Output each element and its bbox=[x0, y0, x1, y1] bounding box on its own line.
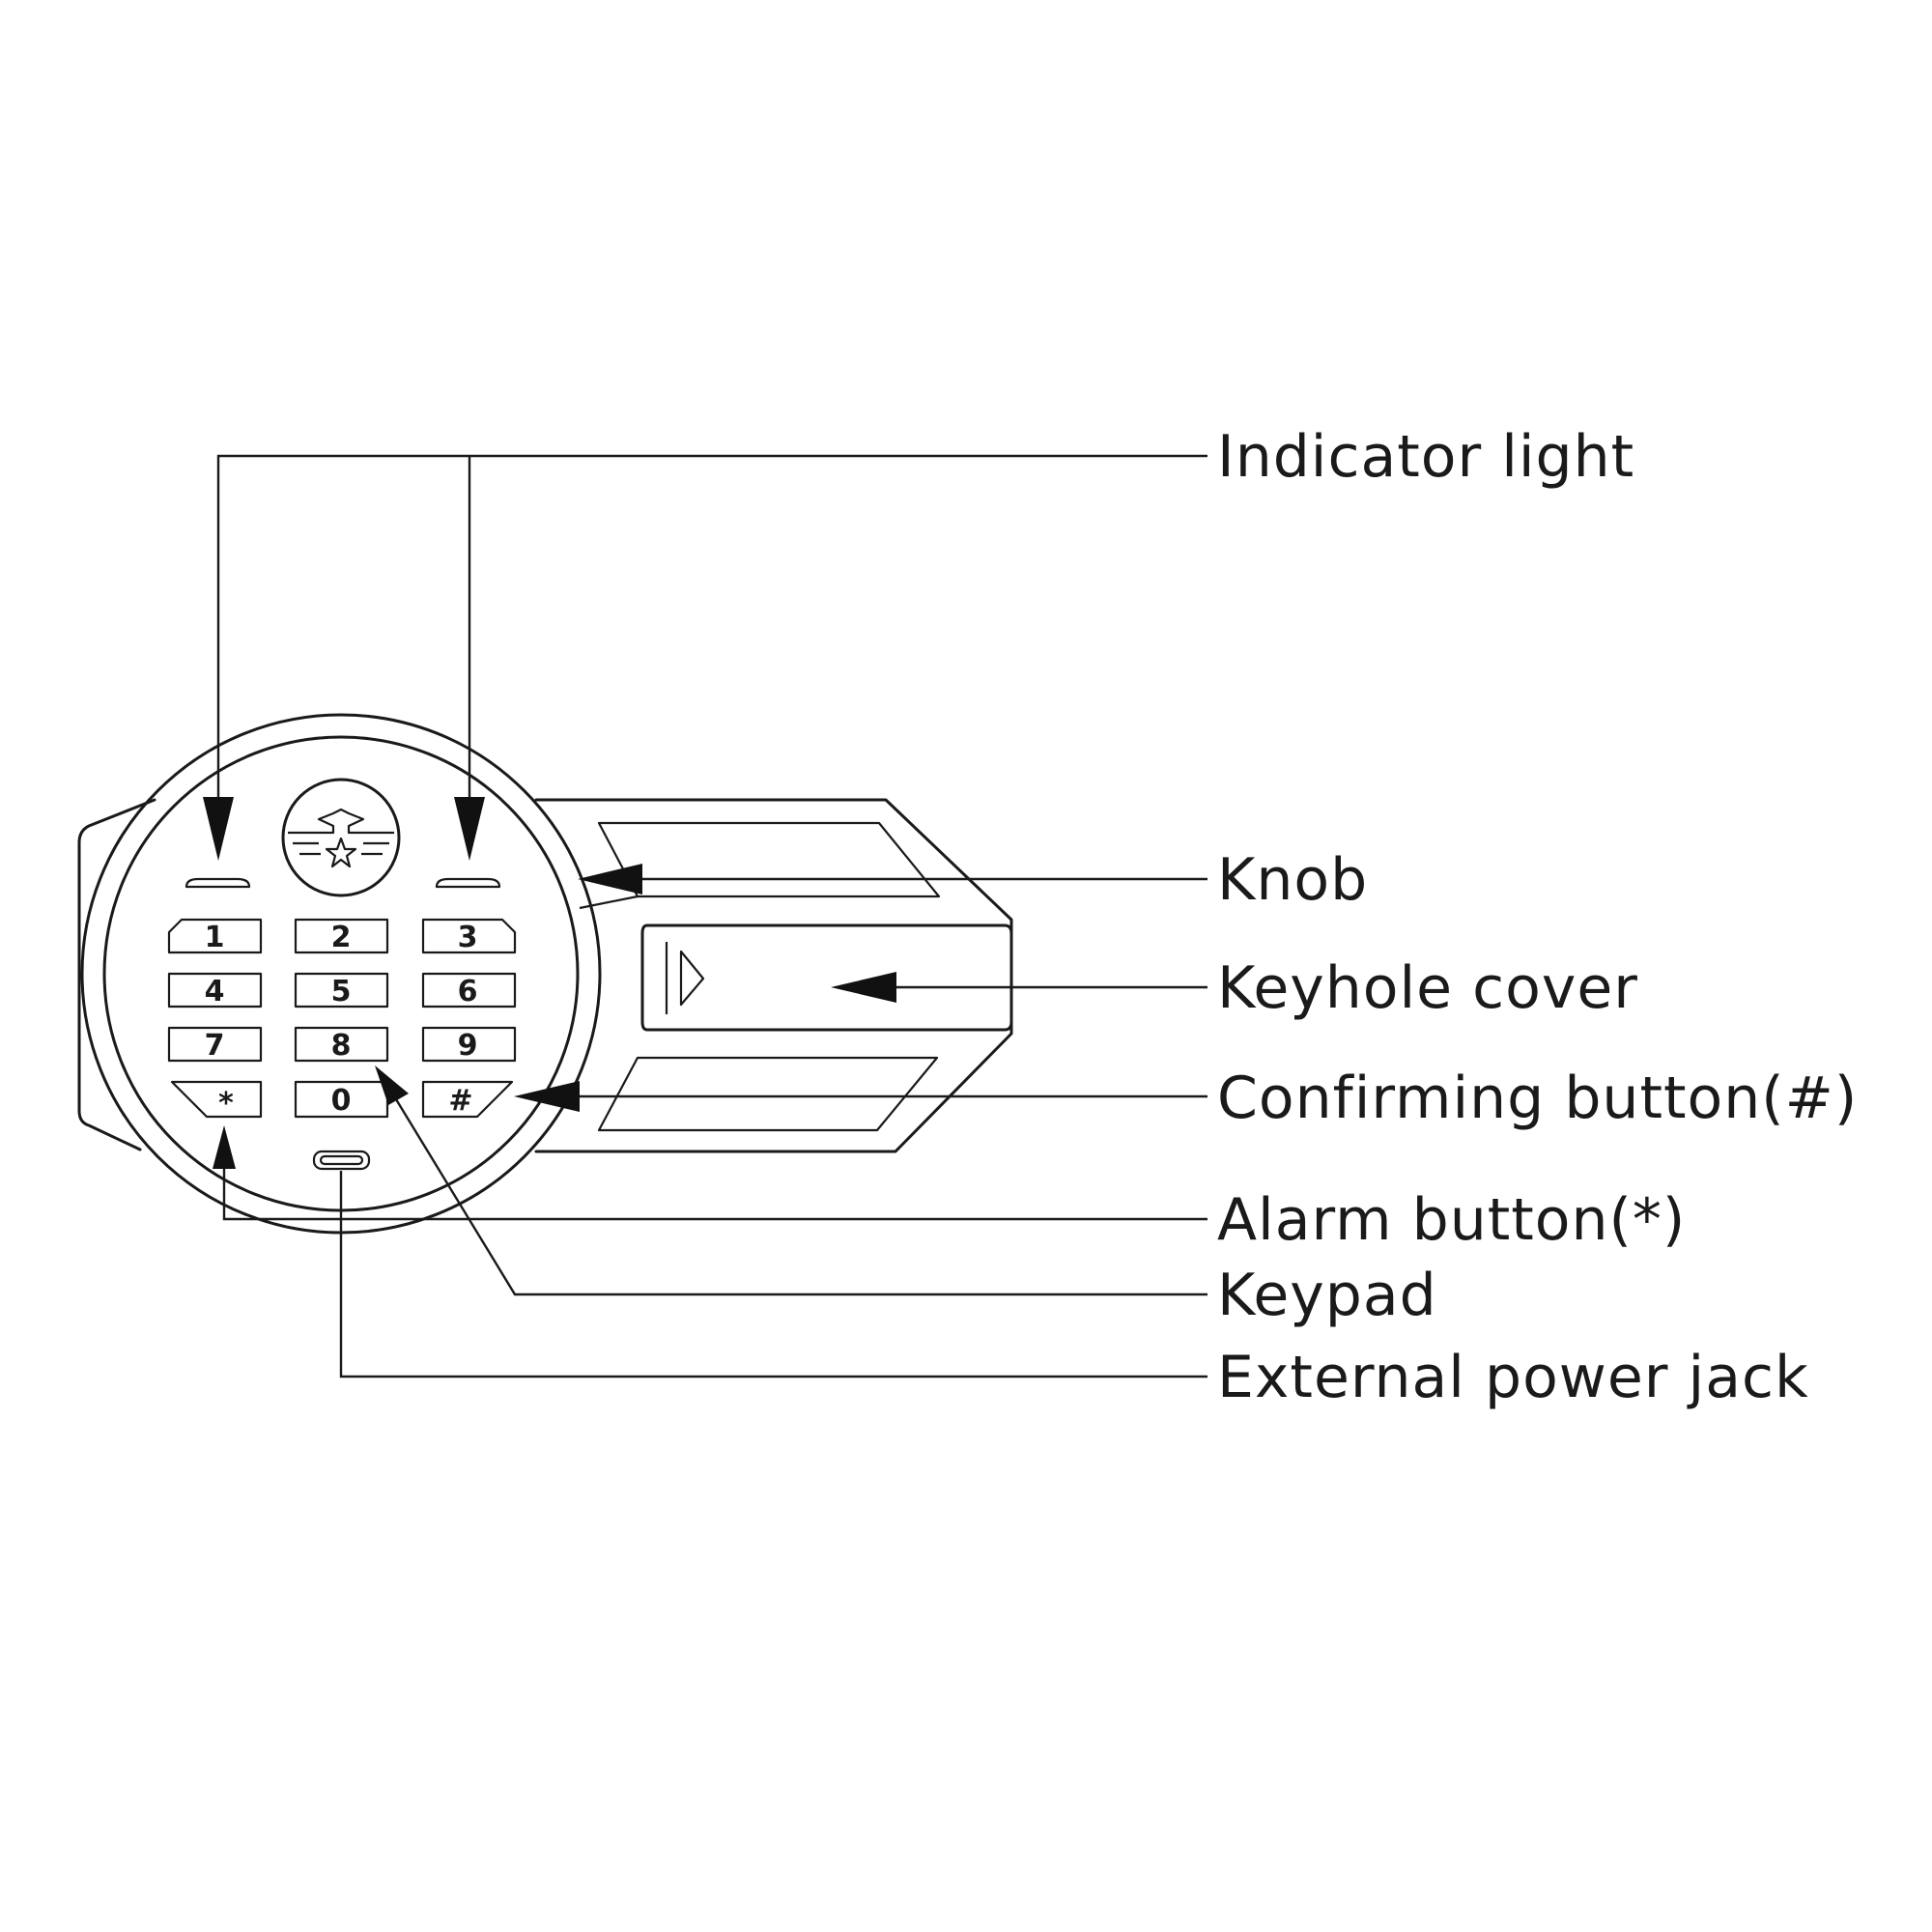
key-4[interactable]: 4 bbox=[167, 972, 263, 1009]
callout-labels: Indicator light Knob Keyhole cover Confi… bbox=[1217, 423, 1858, 1411]
label-confirming-button: Confirming button(#) bbox=[1217, 1065, 1858, 1132]
arrow-indicator-right bbox=[454, 797, 485, 861]
bolt-housing bbox=[534, 798, 1013, 1153]
key-9-label: 9 bbox=[458, 1029, 478, 1063]
leader-indicator-light bbox=[216, 454, 1208, 797]
arrow-keypad bbox=[375, 1065, 409, 1105]
key-9[interactable]: 9 bbox=[421, 1026, 517, 1063]
arrow-confirming-button bbox=[514, 1081, 580, 1112]
key-5-label: 5 bbox=[331, 975, 352, 1009]
key-8[interactable]: 8 bbox=[294, 1026, 389, 1063]
key-7-label: 7 bbox=[205, 1029, 225, 1063]
indicator-lights bbox=[185, 877, 501, 889]
indicator-light-left bbox=[185, 877, 251, 889]
leader-external-power-jack bbox=[339, 1171, 1208, 1378]
label-knob: Knob bbox=[1217, 846, 1368, 914]
arrow-keyhole-cover bbox=[831, 972, 896, 1003]
key-0[interactable]: 0 bbox=[294, 1080, 389, 1119]
leader-alarm-button bbox=[222, 1169, 1208, 1221]
label-indicator-light: Indicator light bbox=[1217, 423, 1634, 491]
alarm-button-label: * bbox=[218, 1087, 234, 1121]
key-6-label: 6 bbox=[458, 975, 478, 1009]
key-1-label: 1 bbox=[205, 921, 225, 954]
key-3[interactable]: 3 bbox=[421, 918, 517, 954]
key-4-label: 4 bbox=[205, 975, 225, 1009]
keypad[interactable]: 1 2 3 4 5 6 7 8 bbox=[167, 918, 517, 1121]
key-2-label: 2 bbox=[331, 921, 352, 954]
key-6[interactable]: 6 bbox=[421, 972, 517, 1009]
leader-keypad bbox=[394, 1098, 1208, 1296]
callout-leaders bbox=[203, 454, 1208, 1378]
key-3-label: 3 bbox=[458, 921, 478, 954]
label-external-power-jack: External power jack bbox=[1217, 1344, 1809, 1411]
arrow-alarm-button bbox=[213, 1125, 236, 1169]
key-7[interactable]: 7 bbox=[167, 1026, 263, 1063]
label-keypad: Keypad bbox=[1217, 1262, 1437, 1329]
arrow-indicator-left bbox=[203, 797, 234, 861]
indicator-light-right bbox=[435, 877, 501, 889]
keyhole-cover[interactable] bbox=[640, 923, 1013, 1032]
confirming-button[interactable]: # bbox=[421, 1080, 514, 1119]
alarm-button[interactable]: * bbox=[170, 1080, 263, 1121]
triangle-arrow-icon bbox=[679, 950, 705, 1007]
key-5[interactable]: 5 bbox=[294, 972, 389, 1009]
key-2[interactable]: 2 bbox=[294, 918, 389, 954]
arrow-knob bbox=[578, 864, 642, 895]
eagle-star-emblem-icon bbox=[281, 778, 401, 897]
key-0-label: 0 bbox=[331, 1084, 352, 1118]
key-1[interactable]: 1 bbox=[167, 918, 263, 954]
label-keyhole-cover: Keyhole cover bbox=[1217, 954, 1638, 1022]
label-alarm-button: Alarm button(*) bbox=[1217, 1186, 1686, 1254]
external-power-jack[interactable] bbox=[312, 1150, 371, 1171]
key-8-label: 8 bbox=[331, 1029, 352, 1063]
confirming-button-label: # bbox=[448, 1084, 472, 1118]
